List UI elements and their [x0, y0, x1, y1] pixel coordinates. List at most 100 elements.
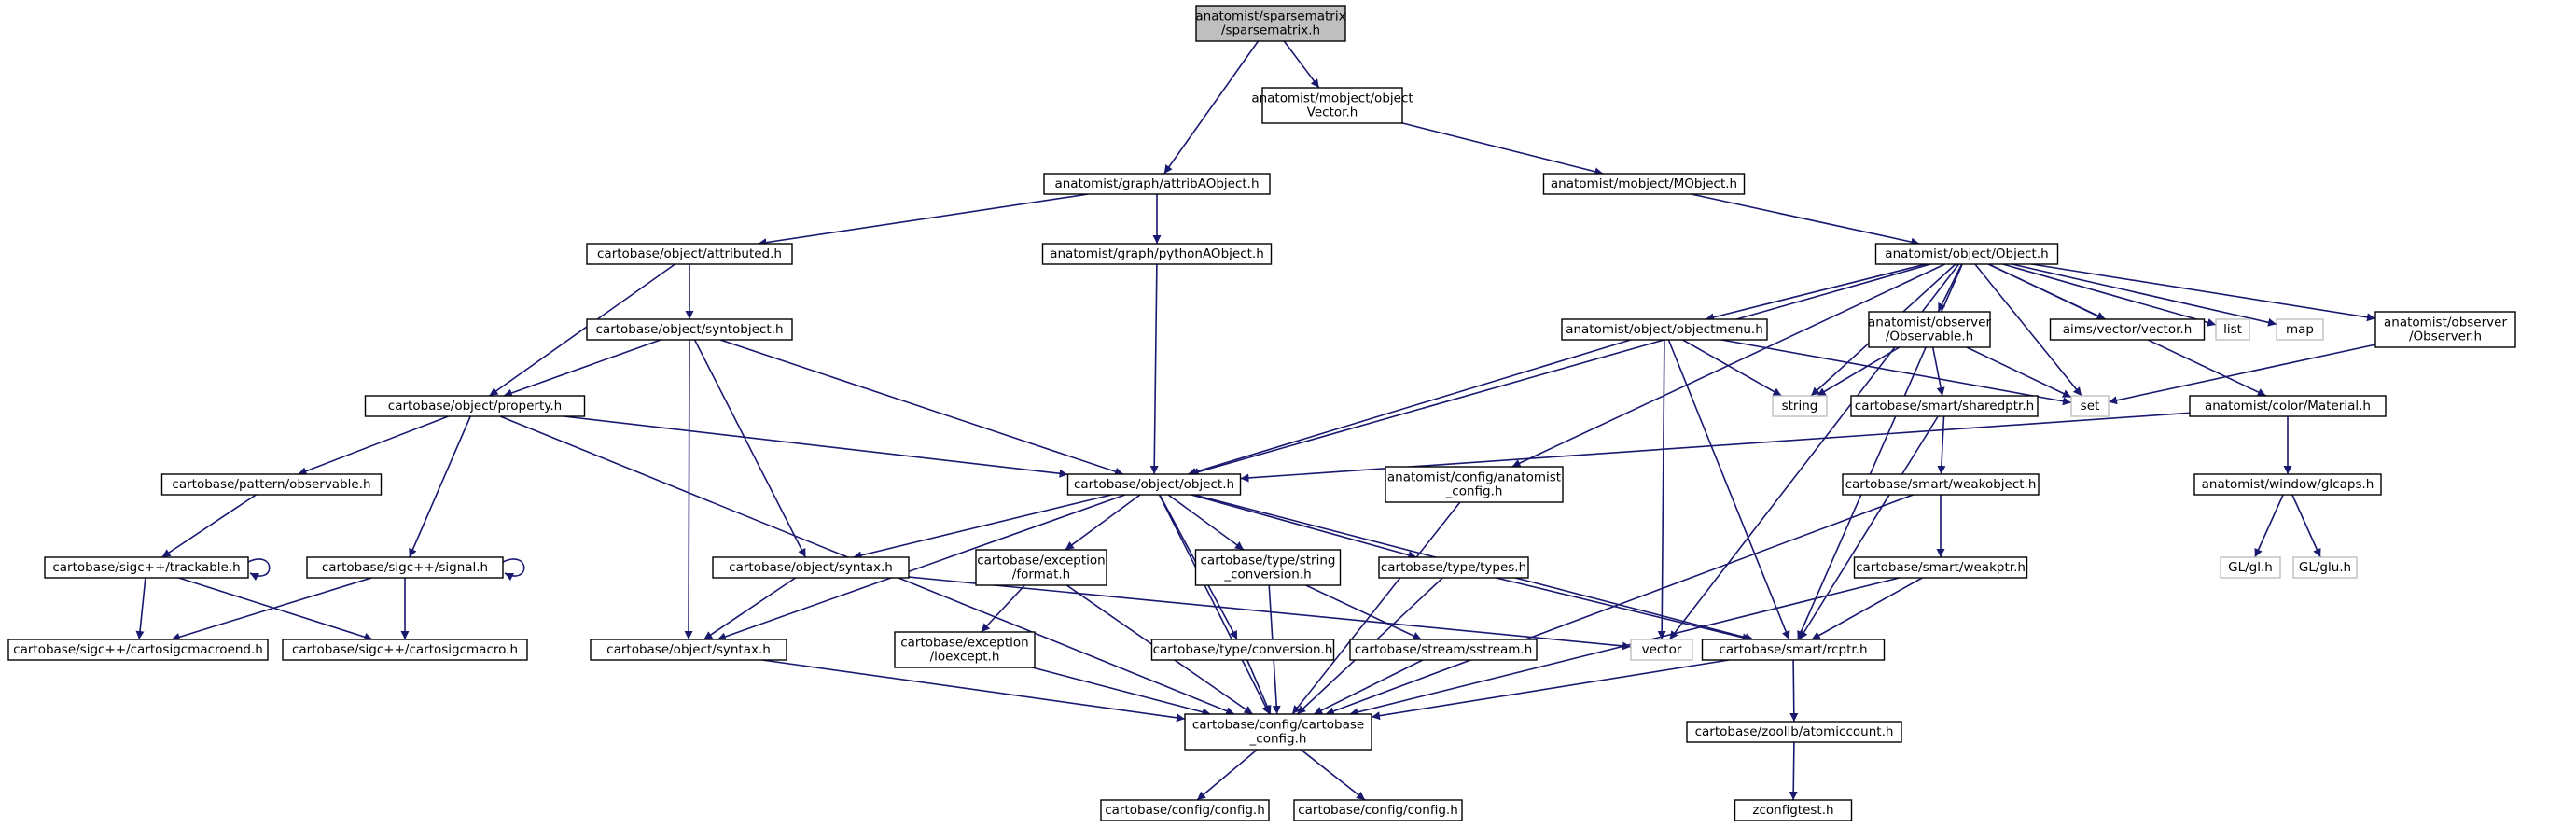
node-label: cartobase/type/conversion.h: [1153, 642, 1333, 657]
edge-arrow: [1158, 494, 1271, 715]
edge-arrow: [1496, 577, 1751, 642]
edge-arrow: [761, 659, 1186, 723]
node-box: [44, 556, 249, 579]
node-label: anatomist/mobject/MObject.h: [1551, 176, 1737, 191]
node-box: [1630, 639, 1693, 661]
graph-node-attributed[interactable]: cartobase/object/attributed.h: [586, 243, 793, 265]
node-label: cartobase/smart/rcptr.h: [1719, 642, 1867, 657]
edge-objecth-to-string_conv: [1167, 494, 1245, 551]
node-box: [1385, 466, 1564, 503]
node-box: [2276, 318, 2324, 341]
edge-arrow: [489, 263, 675, 397]
edge-arrow: [1190, 263, 1931, 476]
graph-node-syntobject[interactable]: cartobase/object/syntobject.h: [586, 318, 793, 341]
graph-node-property[interactable]: cartobase/object/property.h: [364, 395, 586, 417]
node-box: [2193, 473, 2382, 496]
node-box: [7, 639, 269, 661]
edge-arrow: [1305, 584, 1422, 640]
graph-node-conversion[interactable]: cartobase/type/conversion.h: [1150, 639, 1335, 661]
edge-arrow: [161, 494, 257, 558]
node-box: [1378, 556, 1529, 579]
node-label: cartobase/object/object.h: [1074, 477, 1234, 492]
graph-node-root[interactable]: anatomist/sparsematrix/sparsematrix.h: [1195, 5, 1346, 42]
graph-node-gl: GL/gl.h: [2220, 556, 2281, 579]
edge-layer: [135, 40, 2376, 801]
edge-arrow: [1291, 501, 1461, 715]
edge-atomic-to-zconfig: [1789, 741, 1798, 801]
graph-node-config1[interactable]: cartobase/config/config.h: [1100, 799, 1270, 821]
graph-node-types[interactable]: cartobase/type/types.h: [1378, 556, 1529, 579]
edge-arrow: [1966, 346, 2072, 399]
graph-node-patobs[interactable]: cartobase/pattern/observable.h: [160, 473, 383, 496]
edge-objecth-to-syntaxA: [853, 494, 1112, 560]
graph-node-zconfig[interactable]: zconfigtest.h: [1734, 799, 1853, 821]
graph-node-syntaxB[interactable]: cartobase/object/syntax.h: [590, 639, 787, 661]
node-box: [2374, 311, 2516, 348]
edge-arrow: [298, 415, 449, 475]
graph-node-vector: vector: [1630, 639, 1693, 661]
graph-node-sharedptr[interactable]: cartobase/smart/sharedptr.h: [1850, 395, 2039, 417]
graph-node-attribA[interactable]: anatomist/graph/attribAObject.h: [1043, 173, 1271, 195]
edge-syntaxA-to-syntaxB: [703, 577, 797, 640]
node-box: [1184, 713, 1372, 751]
node-box: [894, 631, 1036, 668]
graph-node-objectmenu[interactable]: anatomist/object/objectmenu.h: [1561, 318, 1768, 341]
graph-node-mobject[interactable]: anatomist/mobject/MObject.h: [1542, 173, 1746, 195]
graph-node-string: string: [1772, 395, 1828, 417]
edge-objvec-to-mobject: [1401, 122, 1604, 176]
node-box: [1701, 639, 1886, 661]
graph-node-sstream[interactable]: cartobase/stream/sstream.h: [1349, 639, 1538, 661]
edge-arrow: [1817, 346, 1901, 397]
edge-weakobject-to-cbconfig: [1325, 494, 1914, 716]
node-box: [1542, 173, 1746, 195]
graph-node-aimsvector[interactable]: aims/vector/vector.h: [2049, 318, 2206, 341]
graph-node-rcptr[interactable]: cartobase/smart/rcptr.h: [1701, 639, 1886, 661]
edge-glcaps-to-gl: [2254, 494, 2284, 558]
graph-node-Object[interactable]: anatomist/object/Object.h: [1874, 243, 2059, 265]
graph-node-ioexcept[interactable]: cartobase/exception/ioexcept.h: [894, 631, 1036, 668]
node-box: [2070, 395, 2110, 417]
graph-node-obsObservable[interactable]: anatomist/observer/Observable.h: [1868, 311, 1991, 348]
node-box: [1100, 799, 1270, 821]
edge-arrow: [564, 415, 1068, 478]
graph-node-format[interactable]: cartobase/exception/format.h: [975, 549, 1107, 586]
graph-node-config2[interactable]: cartobase/config/config.h: [1293, 799, 1463, 821]
node-label: cartobase/stream/sstream.h: [1355, 642, 1533, 657]
node-box: [1734, 799, 1853, 821]
edge-arrow: [1721, 339, 2072, 406]
node-label: _conversion.h: [1223, 568, 1311, 582]
graph-node-syntaxA[interactable]: cartobase/object/syntax.h: [712, 556, 910, 579]
edge-arrow: [1789, 659, 1799, 723]
graph-node-cbconfig[interactable]: cartobase/config/cartobase_config.h: [1184, 713, 1372, 751]
node-label: cartobase/object/syntax.h: [606, 642, 771, 657]
node-label: cartobase/smart/weakptr.h: [1856, 560, 2026, 575]
graph-node-glcaps[interactable]: anatomist/window/glcaps.h: [2193, 473, 2382, 496]
graph-node-macro[interactable]: cartobase/sigc++/cartosigcmacro.h: [282, 639, 528, 661]
node-box: [975, 549, 1107, 586]
graph-node-atomic[interactable]: cartobase/zoolib/atomiccount.h: [1686, 721, 1902, 743]
edge-arrow: [1283, 40, 1320, 89]
edge-objectmenu-to-string: [1682, 339, 1782, 397]
graph-node-anaconfig[interactable]: anatomist/config/anatomist_config.h: [1385, 466, 1564, 503]
edge-property-to-objecth: [564, 415, 1068, 478]
edge-glcaps-to-glu: [2291, 494, 2321, 558]
edge-arrow: [1811, 577, 1923, 640]
edge-anaconfig-to-cbconfig: [1291, 501, 1461, 715]
graph-node-weakptr[interactable]: cartobase/smart/weakptr.h: [1853, 556, 2028, 579]
graph-node-objecth[interactable]: cartobase/object/object.h: [1066, 473, 1242, 496]
graph-node-weakobject[interactable]: cartobase/smart/weakobject.h: [1842, 473, 2040, 496]
edge-arrow: [1705, 263, 1927, 322]
edge-arrow: [135, 577, 146, 640]
graph-node-trackable[interactable]: cartobase/sigc++/trackable.h: [44, 556, 249, 579]
edge-arrow: [908, 576, 1632, 651]
graph-node-obsObserver[interactable]: anatomist/observer/Observer.h: [2374, 311, 2516, 348]
graph-node-material[interactable]: anatomist/color/Material.h: [2189, 395, 2387, 417]
edge-sharedptr-to-rcptr: [1799, 415, 1939, 640]
graph-node-pythonA[interactable]: anatomist/graph/pythonAObject.h: [1041, 243, 1273, 265]
graph-node-macroend[interactable]: cartobase/sigc++/cartosigcmacroend.h: [7, 639, 269, 661]
graph-node-string_conv[interactable]: cartobase/type/string_conversion.h: [1194, 549, 1342, 586]
graph-node-signal[interactable]: cartobase/sigc++/signal.h: [306, 556, 504, 579]
edge-material-to-objecth: [1240, 412, 2191, 483]
node-box: [1293, 799, 1463, 821]
